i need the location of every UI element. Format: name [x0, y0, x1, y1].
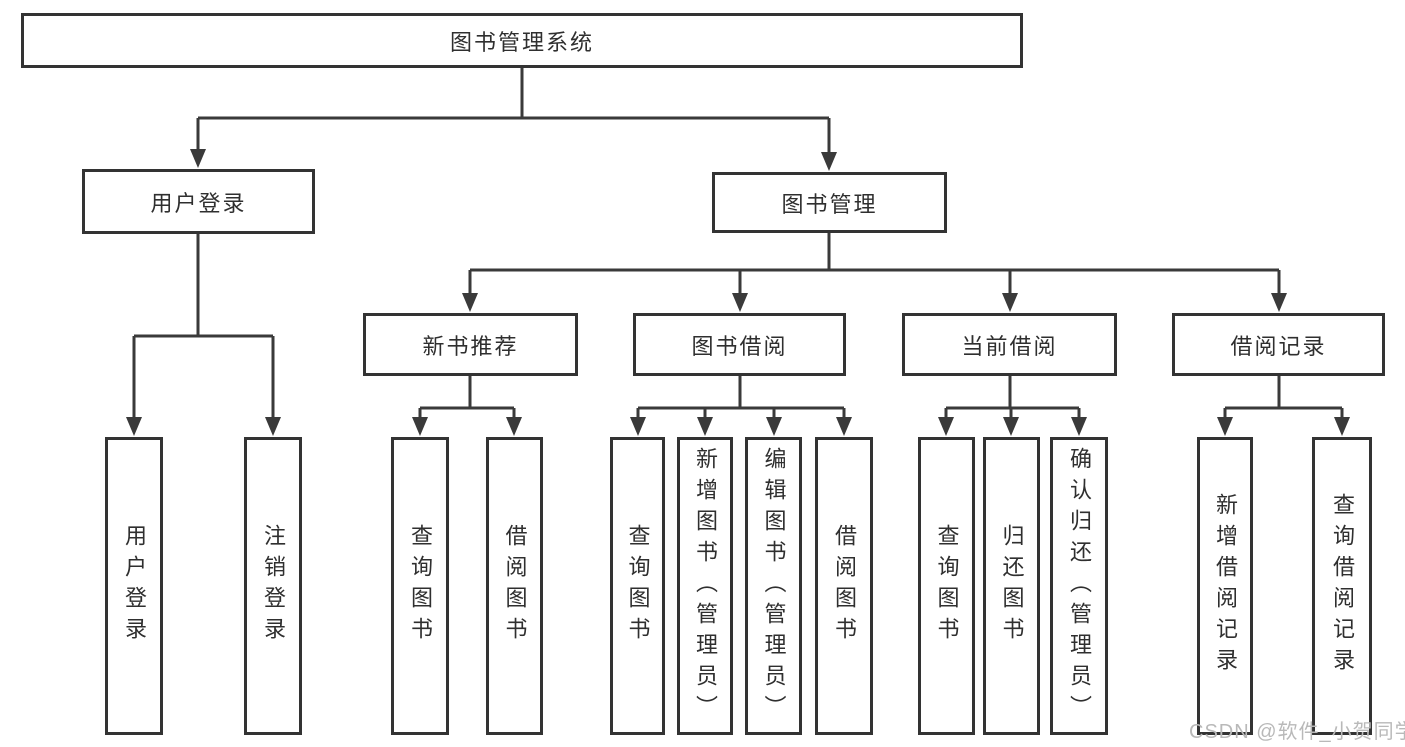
leaf-user-login: 用户登录 [105, 437, 163, 735]
arrowhead-icon [190, 149, 206, 168]
connector-borrow-record-to-leaves [1217, 376, 1350, 436]
connector-book-borrow-to-leaves [630, 376, 852, 436]
arrowhead-icon [697, 417, 713, 436]
leaf-cb-return-book: 归还图书 [983, 437, 1040, 735]
arrowhead-icon [1071, 417, 1087, 436]
leaf-rec-borrow-book: 借阅图书 [486, 437, 543, 735]
arrowhead-icon [126, 417, 142, 436]
arrowhead-icon [265, 417, 281, 436]
csdn-watermark: CSDN @软件_小贺同学 [1189, 721, 1405, 743]
leaf-bb-edit-book-admin: 编辑图书（管理员） [745, 437, 802, 735]
arrowhead-icon [412, 417, 428, 436]
node-user-login: 用户登录 [82, 169, 315, 234]
connector-current-borrow-to-leaves [938, 376, 1087, 436]
leaf-bb-query-book: 查询图书 [610, 437, 665, 735]
arrowhead-icon [938, 417, 954, 436]
connector-new-book-rec-to-leaves [412, 376, 522, 436]
leaf-cb-query-book: 查询图书 [918, 437, 975, 735]
node-current-borrow: 当前借阅 [902, 313, 1117, 376]
node-book-borrow: 图书借阅 [633, 313, 846, 376]
arrowhead-icon [1334, 417, 1350, 436]
leaf-logout-login: 注销登录 [244, 437, 302, 735]
arrowhead-icon [732, 293, 748, 312]
arrowhead-icon [766, 417, 782, 436]
arrowhead-icon [462, 293, 478, 312]
leaf-rec-query-book: 查询图书 [391, 437, 449, 735]
arrowhead-icon [506, 417, 522, 436]
arrowhead-icon [1002, 293, 1018, 312]
arrowhead-icon [1003, 417, 1019, 436]
connector-book-mgmt-to-level3 [462, 233, 1287, 312]
arrowhead-icon [836, 417, 852, 436]
leaf-cb-confirm-return-admin: 确认归还（管理员） [1050, 437, 1108, 735]
leaf-bb-add-book-admin: 新增图书（管理员） [677, 437, 733, 735]
node-borrow-record: 借阅记录 [1172, 313, 1385, 376]
arrowhead-icon [821, 152, 837, 171]
connector-root-to-level2 [190, 68, 837, 171]
arrowhead-icon [630, 417, 646, 436]
arrowhead-icon [1217, 417, 1233, 436]
leaf-br-query-record: 查询借阅记录 [1312, 437, 1372, 735]
node-root: 图书管理系统 [21, 13, 1023, 68]
connector-user-login-to-leaves [126, 234, 281, 436]
node-book-mgmt: 图书管理 [712, 172, 947, 233]
leaf-br-add-record: 新增借阅记录 [1197, 437, 1253, 735]
node-new-book-rec: 新书推荐 [363, 313, 578, 376]
arrowhead-icon [1271, 293, 1287, 312]
leaf-bb-borrow-book: 借阅图书 [815, 437, 873, 735]
